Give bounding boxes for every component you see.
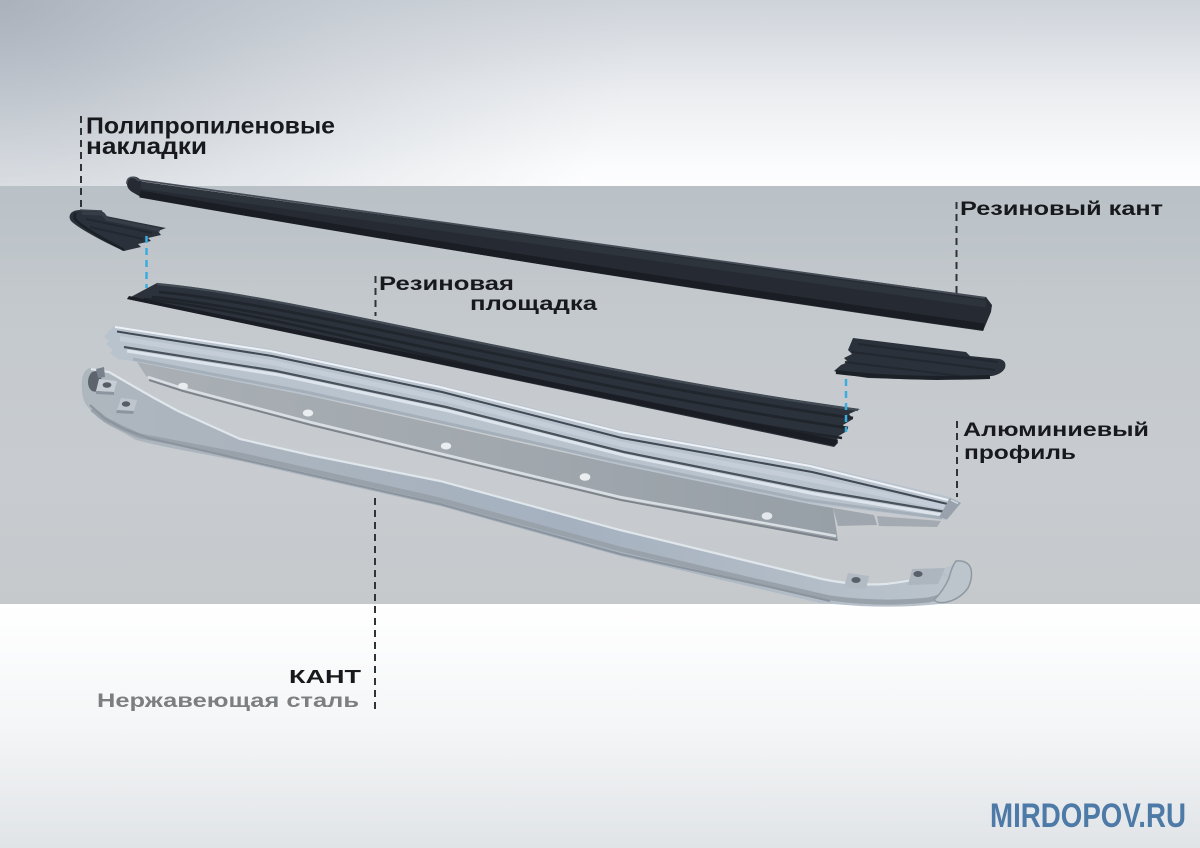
svg-text:Резиновый кант: Резиновый кант — [960, 198, 1163, 220]
svg-text:Нержавеющая сталь: Нержавеющая сталь — [97, 690, 359, 712]
svg-text:площадка: площадка — [470, 293, 597, 315]
svg-text:MIRDOPOV.RU: MIRDOPOV.RU — [990, 797, 1186, 835]
svg-text:профиль: профиль — [964, 442, 1076, 464]
svg-text:Резиновая: Резиновая — [379, 273, 514, 295]
svg-text:КАНТ: КАНТ — [289, 667, 361, 687]
svg-text:накладки: накладки — [86, 133, 207, 159]
svg-text:Полипропиленовые: Полипропиленовые — [86, 113, 335, 139]
svg-text:Алюминиевый: Алюминиевый — [963, 419, 1149, 441]
